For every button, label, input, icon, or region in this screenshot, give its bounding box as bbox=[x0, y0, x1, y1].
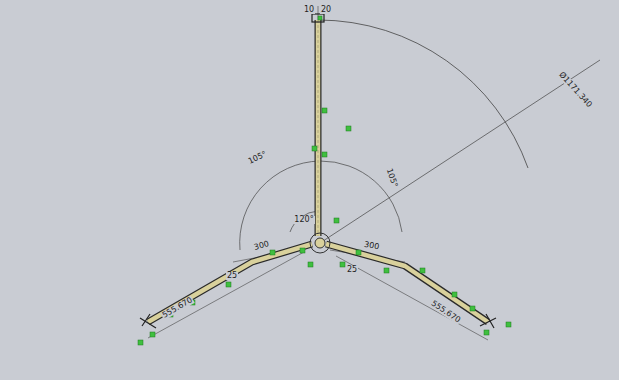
hub-circle bbox=[310, 233, 330, 253]
dimension-label: 20 bbox=[320, 6, 332, 14]
dimension-label: 25 bbox=[226, 272, 238, 280]
foot-symbol bbox=[140, 14, 496, 328]
beam-frame bbox=[148, 20, 488, 322]
angle-arc bbox=[290, 211, 318, 232]
diameter-arc bbox=[318, 20, 528, 168]
dimension-label: 105° bbox=[385, 167, 399, 190]
relation-marker bbox=[138, 16, 511, 345]
diameter-leader bbox=[320, 60, 600, 243]
dimension-line bbox=[148, 252, 304, 338]
dimension-label: 120° bbox=[293, 216, 314, 224]
dimension-label: 25 bbox=[346, 266, 358, 274]
dimension-label: 105° bbox=[247, 150, 270, 166]
dimension-label: 10 bbox=[303, 6, 315, 14]
dimension-label: 555.670 bbox=[161, 296, 195, 320]
dimension-label: 300 bbox=[253, 240, 272, 252]
hub-circle bbox=[315, 238, 325, 248]
dimension-label: 300 bbox=[363, 241, 381, 252]
